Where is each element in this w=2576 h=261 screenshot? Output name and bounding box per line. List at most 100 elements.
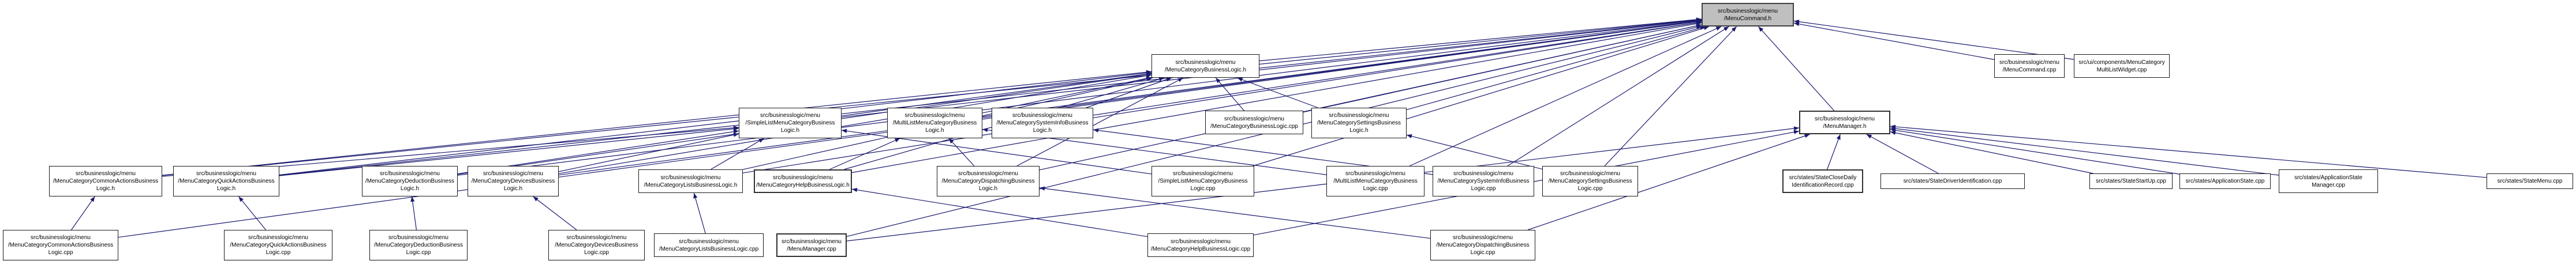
node-label-line: src/businesslogic/menu	[1453, 171, 1513, 177]
graph-node-statestartup_cpp[interactable]: src/states/StateStartUp.cpp	[2089, 173, 2173, 189]
node-label-line: src/states/ApplicationState	[2294, 174, 2362, 181]
include-edge	[1409, 26, 1722, 167]
graph-node-appstate_cpp[interactable]: src/states/ApplicationState.cpp	[2179, 173, 2271, 189]
include-edge	[1093, 21, 1702, 116]
graph-node-lists_h[interactable]: src/businesslogic/menu/MenuCategoryLists…	[638, 169, 743, 193]
graph-node-lists_cpp[interactable]: src/businesslogic/menu/MenuCategoryLists…	[654, 233, 764, 257]
node-label-line: Logic.h	[400, 186, 420, 192]
arrowhead	[1237, 77, 1243, 82]
include-edge	[71, 196, 95, 230]
node-label-line: src/businesslogic/menu	[248, 234, 308, 241]
node-label-line: /MenuCategoryQuickActionsBusiness	[178, 178, 275, 184]
graph-node-multilist_cpp[interactable]: src/businesslogic/menu/MultiListMenuCate…	[1326, 166, 1425, 196]
graph-node-simplelist_cpp[interactable]: src/businesslogic/menu/SimpleListMenuCat…	[1151, 166, 1254, 196]
include-edge	[1507, 26, 1729, 167]
include-edge	[693, 192, 706, 234]
include-edge	[162, 71, 1152, 176]
graph-node-deduction_h[interactable]: src/businesslogic/menu/MenuCategoryDeduc…	[362, 166, 458, 196]
node-label-line: /MenuCategorySystemInfoBusiness	[996, 120, 1089, 126]
include-edge	[1086, 77, 1172, 108]
arrowhead	[1758, 27, 1764, 32]
include-edge	[1039, 187, 1431, 239]
node-label-line: /SimpleListMenuCategoryBusiness	[745, 120, 835, 126]
arrowhead	[1093, 128, 1099, 133]
node-label-line: src/businesslogic/menu	[958, 171, 1018, 177]
arrowhead	[1147, 77, 1153, 81]
node-label-line: src/businesslogic/menu	[1345, 171, 1405, 177]
include-edge	[711, 138, 765, 170]
graph-node-quickactions_cpp[interactable]: src/businesslogic/menu/MenuCategoryQuick…	[224, 230, 332, 260]
arrowhead	[1836, 134, 1841, 140]
include-edge	[1793, 20, 2074, 60]
graph-node-simplelist_h[interactable]: src/businesslogic/menu/SimpleListMenuCat…	[739, 108, 842, 138]
include-edge	[279, 71, 1152, 176]
include-edge	[1890, 127, 2279, 176]
graph-node-help_cpp[interactable]: src/businesslogic/menu/MenuCategoryHelpB…	[1147, 233, 1254, 257]
graph-node-statedriver_cpp[interactable]: src/states/StateDriverIdentification.cpp	[1880, 173, 2025, 189]
include-edge	[846, 127, 1800, 241]
graph-node-menucommand_cpp[interactable]: src/businesslogic/menu/MenuCommand.cpp	[1994, 54, 2065, 78]
node-label-line: Logic.cpp	[1577, 186, 1603, 192]
node-label-line: Logic.cpp	[1470, 249, 1495, 256]
graph-node-quickactions_h[interactable]: src/businesslogic/menu/MenuCategoryQuick…	[173, 166, 279, 196]
graph-node-menumanager_h[interactable]: src/businesslogic/menu/MenuManager.h	[1799, 111, 1890, 134]
arrowhead	[948, 138, 954, 144]
node-label-line: src/businesslogic/menu	[196, 171, 256, 177]
graph-node-systeminfo_cpp[interactable]: src/businesslogic/menu/MenuCategorySyste…	[1433, 166, 1534, 196]
graph-node-deduction_cpp[interactable]: src/businesslogic/menu/MenuCategoryDeduc…	[369, 230, 468, 260]
include-edge	[1215, 77, 1244, 111]
node-label-line: /MenuCategoryListsBusinessLogic.cpp	[659, 245, 759, 252]
node-label-line: IdentificationRecord.cpp	[1792, 181, 1854, 188]
include-edge	[851, 188, 1148, 237]
node-label-line: src/businesslogic/menu	[679, 238, 739, 245]
arrowhead	[1723, 27, 1729, 31]
node-label-line: /MenuCommand.h	[1723, 15, 1772, 22]
node-label-line: /MenuCategoryQuickActionsBusiness	[230, 242, 327, 248]
graph-node-menucommand_h[interactable]: src/businesslogic/menu/MenuCommand.h	[1702, 3, 1794, 27]
include-edge	[841, 19, 1702, 118]
node-label-line: /MenuCategoryListsBusinessLogic.h	[644, 181, 738, 188]
arrowhead	[894, 138, 900, 142]
graph-node-settings_h[interactable]: src/businesslogic/menu/MenuCategorySetti…	[1311, 108, 1407, 138]
graph-node-commonactions_cpp[interactable]: src/businesslogic/menu/MenuCategoryCommo…	[3, 230, 118, 260]
arrowhead	[842, 128, 847, 133]
graph-node-systeminfo_h[interactable]: src/businesslogic/menu/MenuCategorySyste…	[992, 108, 1093, 138]
graph-node-menumanager_cpp[interactable]: src/businesslogic/menu/MenuManager.cpp	[776, 233, 847, 257]
node-label-line: src/businesslogic/menu	[660, 174, 721, 181]
arrowhead	[1890, 124, 1896, 129]
graph-node-devices_cpp[interactable]: src/businesslogic/menu/MenuCategoryDevic…	[548, 230, 645, 260]
graph-node-menucatbl_h[interactable]: src/businesslogic/menu/MenuCategoryBusin…	[1151, 54, 1259, 78]
arrowhead	[733, 129, 739, 134]
include-edge	[1890, 129, 2180, 175]
graph-node-settings_cpp[interactable]: src/businesslogic/menu/MenuCategorySetti…	[1542, 166, 1638, 196]
graph-node-statemenu_cpp[interactable]: src/states/StateMenu.cpp	[2487, 173, 2573, 189]
arrowhead	[733, 127, 739, 131]
node-label-line: /MenuCategorySystemInfoBusiness	[1437, 178, 1530, 184]
arrowhead	[90, 196, 95, 202]
node-label-line: /MenuCategoryDeductionBusiness	[374, 242, 463, 248]
node-label-line: /SimpleListMenuCategoryBusiness	[1158, 178, 1248, 184]
node-label-line: /MenuCategoryDevicesBusiness	[555, 242, 638, 248]
arrowhead	[1158, 77, 1165, 81]
graph-node-help_h[interactable]: src/businesslogic/menu/MenuCategoryHelpB…	[754, 169, 852, 193]
graph-node-menucatbl_cpp[interactable]: src/businesslogic/menu/MenuCategoryBusin…	[1205, 111, 1303, 134]
node-label-line: Logic.h	[1033, 127, 1052, 134]
graph-node-dispatching_cpp[interactable]: src/businesslogic/menu/MenuCategoryDispa…	[1430, 230, 1535, 260]
node-label-line: /MenuCategoryDeductionBusiness	[365, 178, 454, 184]
graph-node-commonactions_h[interactable]: src/businesslogic/menu/MenuCategoryCommo…	[49, 166, 162, 196]
include-edge	[948, 138, 975, 167]
arrowhead	[1794, 20, 1800, 24]
node-label-line: /MenuCommand.cpp	[2002, 66, 2057, 73]
graph-node-devices_h[interactable]: src/businesslogic/menu/MenuCategoryDevic…	[468, 166, 559, 196]
arrowhead	[1177, 78, 1183, 82]
graph-node-multilist_h[interactable]: src/businesslogic/menu/MultiListMenuCate…	[887, 108, 982, 138]
node-label-line: Logic.cpp	[1471, 186, 1496, 192]
node-label-line: Logic.h	[96, 186, 115, 192]
include-edge	[1016, 77, 1184, 167]
graph-node-dispatching_h[interactable]: src/businesslogic/menu/MenuCategoryDispa…	[937, 166, 1040, 196]
